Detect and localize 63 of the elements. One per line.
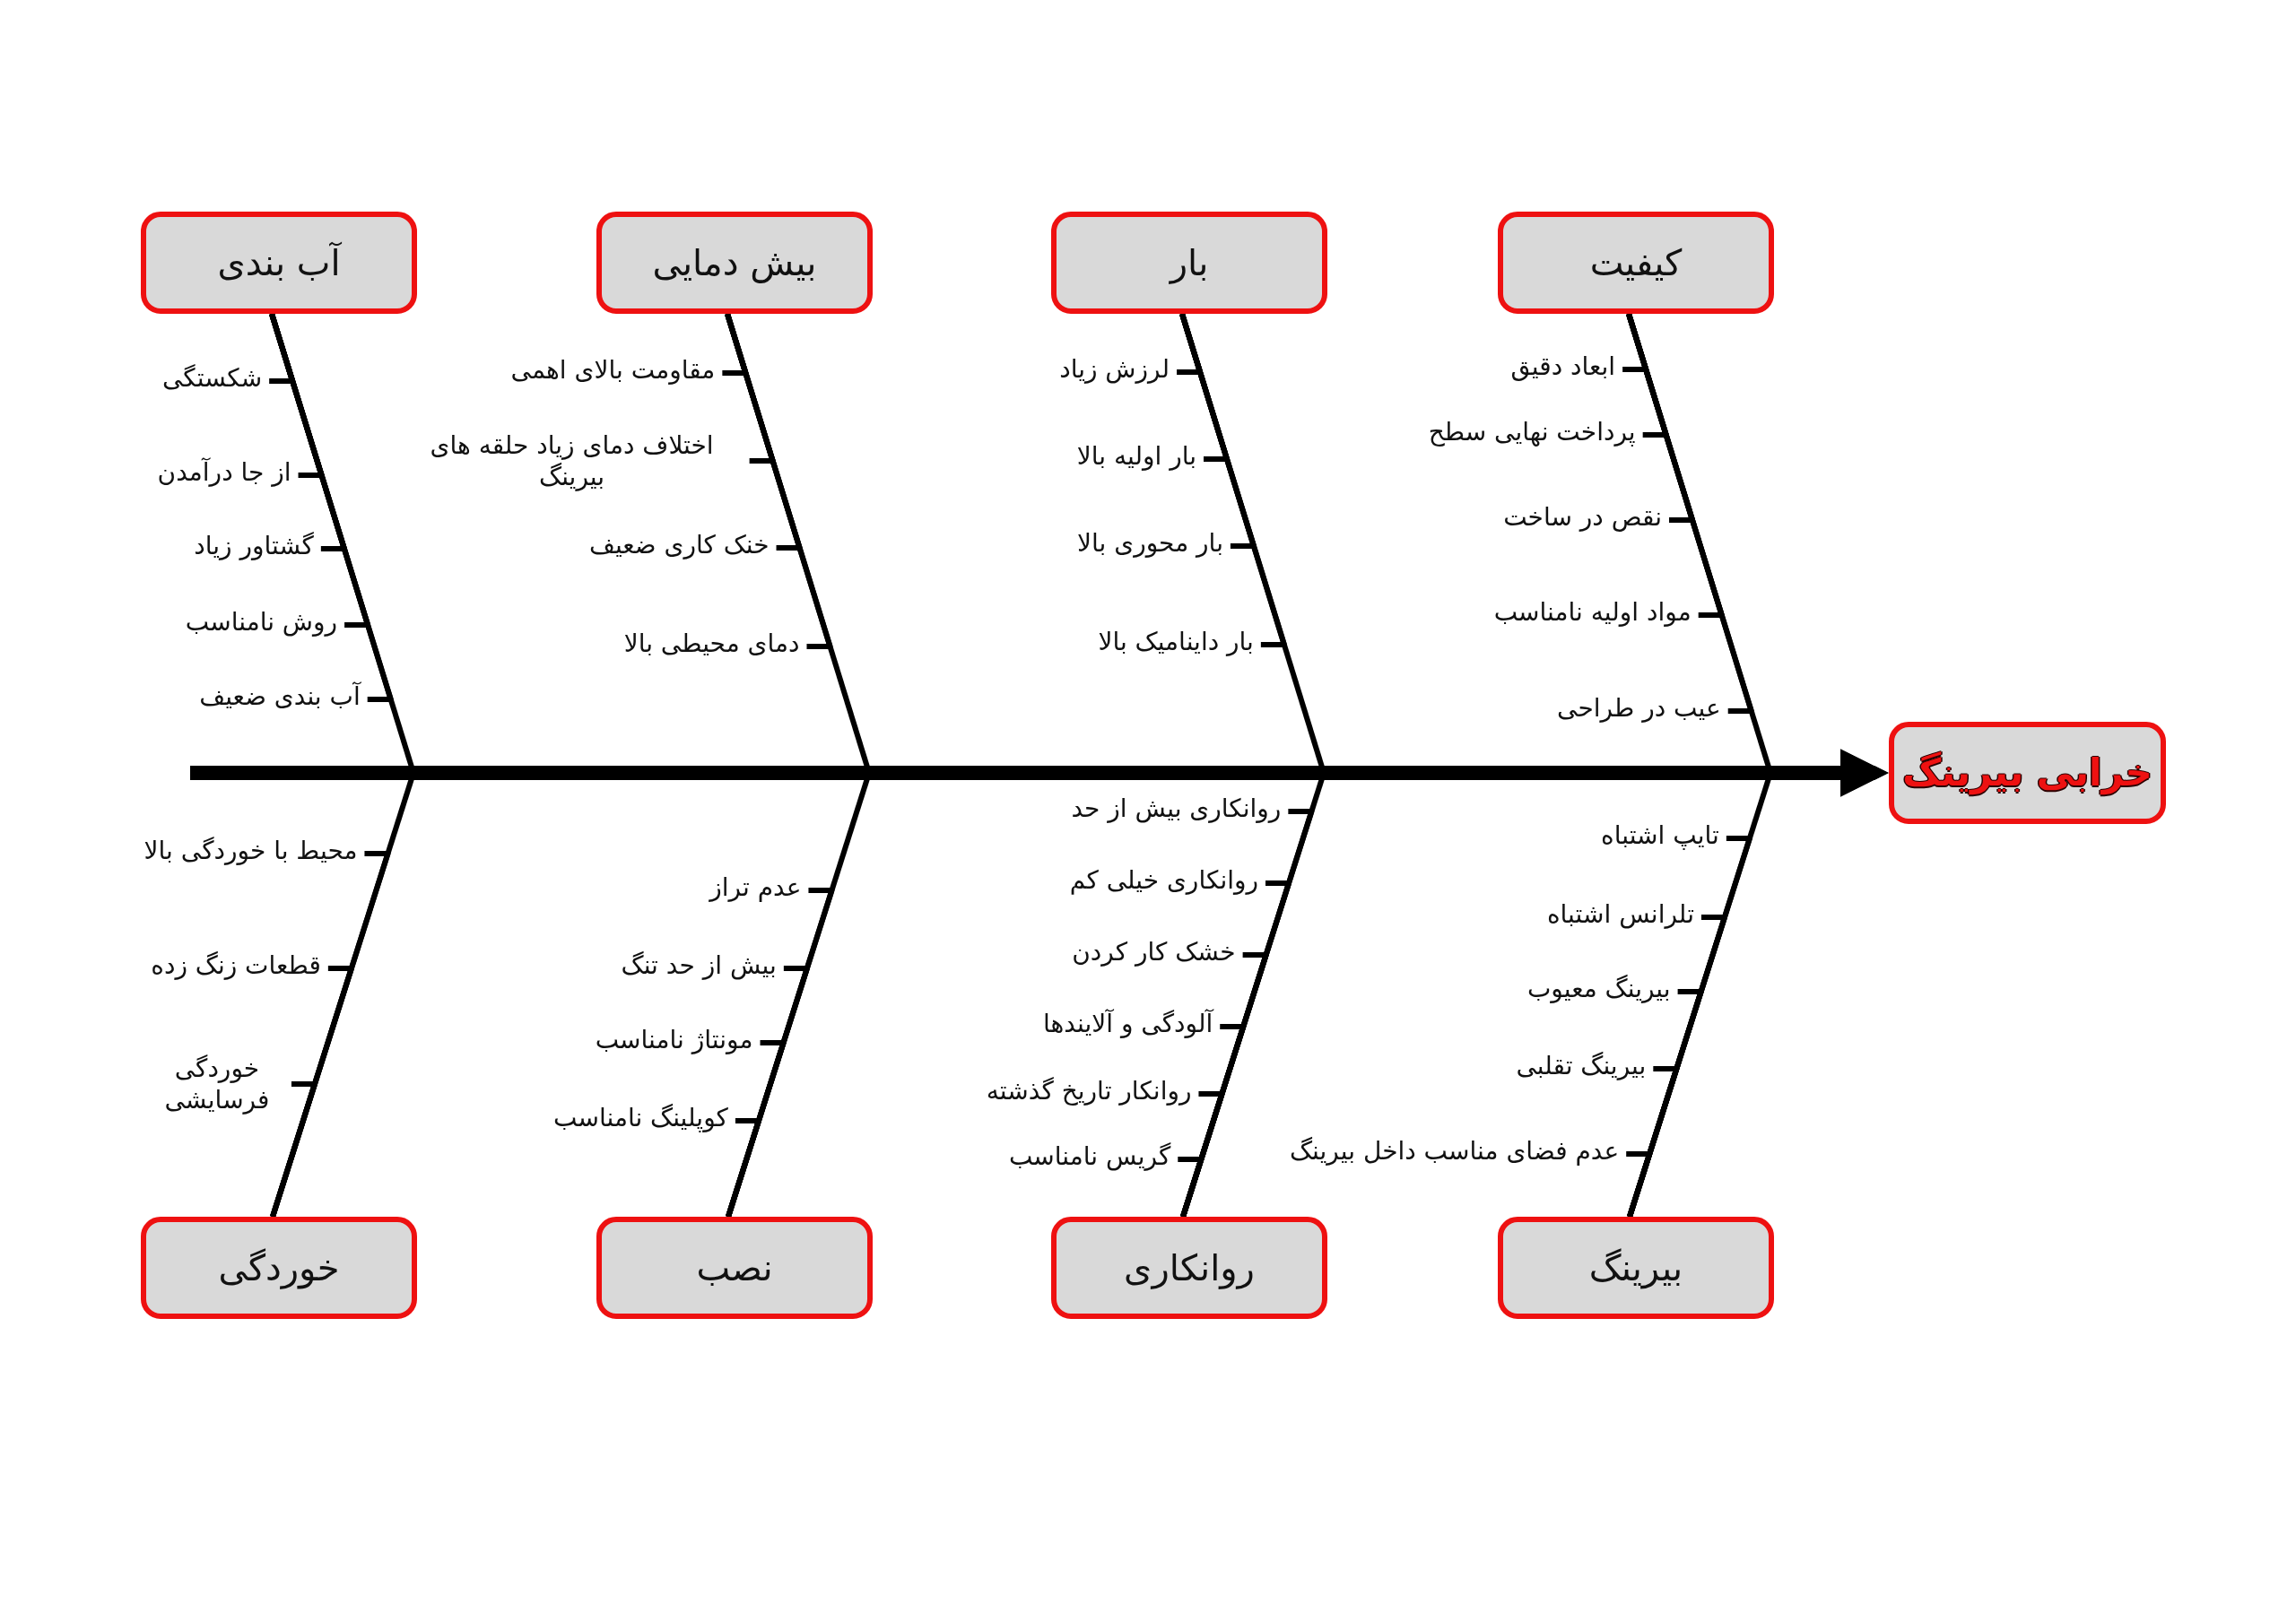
cause-label: تلرانس اشتباه <box>1546 898 1694 930</box>
cause-label: محیط با خوردگی بالا <box>144 834 358 866</box>
tick-line <box>270 1081 317 1218</box>
category-label: آب بندی <box>217 241 341 284</box>
cause-label: مونتاژ نامناسب <box>595 1023 753 1055</box>
cause-label: بار داینامیک بالا <box>1098 625 1254 657</box>
cause-label: روانکار تاریخ گذشته <box>986 1074 1192 1106</box>
spine-arrow <box>190 749 1889 797</box>
category-label: بیش دمایی <box>652 241 817 284</box>
cause-label: بیرینگ معیوب <box>1526 972 1671 1004</box>
category-label: بار <box>1170 241 1209 284</box>
cause-label: مقاومت بالای اهمی <box>510 353 716 386</box>
cause-label: مواد اولیه نامناسب <box>1493 595 1692 628</box>
cause-label: پرداخت نهایی سطح <box>1428 415 1636 447</box>
cause-label: روش نامناسب <box>185 605 338 638</box>
category-label: خوردگی <box>218 1246 340 1289</box>
tick-line <box>1626 1151 1653 1218</box>
cause-label: از جا درآمدن <box>157 455 291 488</box>
category-box <box>141 1217 417 1319</box>
category-box <box>1051 212 1327 314</box>
cause-label: کوپلینگ نامناسب <box>552 1101 728 1133</box>
category-box <box>1498 1217 1774 1319</box>
cause-label: خوردگی فرسایشی <box>149 1053 284 1115</box>
cause-label: نقص در ساخت <box>1503 500 1662 533</box>
tick-line <box>1179 313 1287 647</box>
cause-label: خنک کاری ضعیف <box>588 528 770 560</box>
cause-label: بار محوری بالا <box>1077 526 1223 559</box>
category-box <box>1051 1217 1327 1319</box>
cause-label: عدم تراز <box>709 871 802 903</box>
cause-label: گریس نامناسب <box>1008 1140 1171 1172</box>
cause-label: آلودگی و آلایندها <box>1043 1007 1213 1039</box>
cause-label: اختلاف دمای زیاد حلقه های بیرینگ <box>401 429 743 492</box>
cause-label: روانکاری خیلی کم <box>1069 863 1258 896</box>
cause-label: بار اولیه بالا <box>1076 439 1196 472</box>
category-label: بیرینگ <box>1588 1246 1683 1289</box>
category-box <box>1498 212 1774 314</box>
category-box <box>141 212 417 314</box>
cause-label: تایپ اشتباه <box>1601 819 1719 851</box>
category-box <box>596 212 873 314</box>
category-box <box>596 1217 873 1319</box>
cause-label: ابعاد دقیق <box>1510 350 1616 382</box>
cause-label: بیرینگ تقلبی <box>1516 1049 1647 1081</box>
cause-label: قطعات زنگ زده <box>151 949 321 981</box>
tick-line <box>1626 313 1754 714</box>
category-label: روانکاری <box>1124 1246 1255 1289</box>
category-label: نصب <box>696 1246 773 1289</box>
effect-label: خرابی بیرینگ <box>1902 750 2152 796</box>
tick-line <box>726 1118 761 1218</box>
cause-label: دمای محیطی بالا <box>623 627 800 659</box>
cause-label: خشک کار کردن <box>1072 935 1236 967</box>
cause-label: روانکاری بیش از حد <box>1071 792 1282 824</box>
category-label: کیفیت <box>1589 241 1683 284</box>
cause-label: عیب در طراحی <box>1557 691 1721 724</box>
tick-line <box>1178 1157 1205 1218</box>
cause-label: بیش از حد تنگ <box>621 949 777 981</box>
cause-label: آب بندی ضعیف <box>199 680 361 712</box>
effect-box <box>1889 722 2166 824</box>
cause-label: شکستگی <box>162 361 263 394</box>
cause-label: عدم فضای مناسب داخل بیرینگ <box>1290 1134 1620 1167</box>
tick-line <box>725 313 833 649</box>
cause-label: گشتاور زیاد <box>194 529 314 561</box>
cause-label: لرزش زیاد <box>1059 352 1170 385</box>
tick-line <box>269 313 394 702</box>
